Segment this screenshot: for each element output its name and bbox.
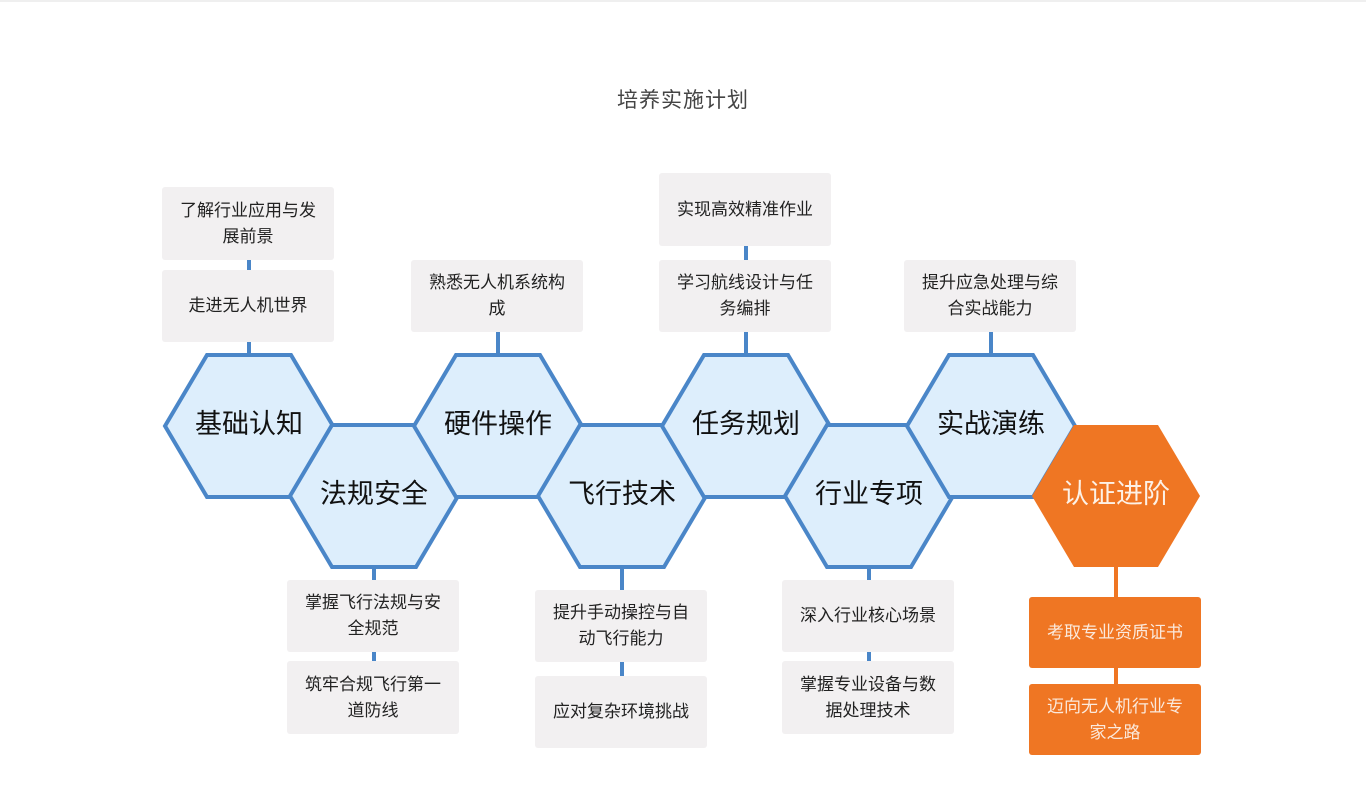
- stage-label: 实战演练: [937, 409, 1045, 440]
- stage-label: 基础认知: [195, 409, 303, 440]
- stage-goal-box: 掌握专业设备与数据处理技术: [782, 661, 954, 734]
- stage-goal-box: 学习航线设计与任务编排: [659, 260, 831, 332]
- stage-goal-box: 掌握飞行法规与安全规范: [287, 580, 459, 652]
- stage-goal-box: 深入行业核心场景: [782, 580, 954, 652]
- diagram-title: 培养实施计划: [617, 88, 749, 112]
- stage-goal-box: 应对复杂环境挑战: [535, 676, 707, 748]
- stage-hexagon: [1032, 425, 1200, 567]
- stage-goal-box: 提升手动操控与自动飞行能力: [535, 590, 707, 662]
- stage-goal-box: 走进无人机世界: [162, 270, 334, 342]
- stage-goal-box: 迈向无人机行业专家之路: [1029, 684, 1201, 755]
- stage-goal-box: 筑牢合规飞行第一道防线: [287, 661, 459, 734]
- stage-label: 任务规划: [692, 409, 800, 440]
- hexagons: [162, 353, 1200, 569]
- stage-label: 硬件操作: [444, 409, 552, 440]
- stage-goal-box: 实现高效精准作业: [659, 173, 831, 246]
- stage-goal-box: 熟悉无人机系统构成: [411, 260, 583, 332]
- stage-label: 法规安全: [320, 479, 428, 510]
- stage-label: 行业专项: [815, 479, 923, 510]
- stage-goal-box: 了解行业应用与发展前景: [162, 187, 334, 260]
- stage-label: 飞行技术: [568, 479, 676, 510]
- stage-goal-box: 提升应急处理与综合实战能力: [904, 260, 1076, 332]
- top-divider: [0, 0, 1366, 2]
- stage-goal-box: 考取专业资质证书: [1029, 597, 1201, 668]
- stage-label: 认证进阶: [1062, 479, 1170, 510]
